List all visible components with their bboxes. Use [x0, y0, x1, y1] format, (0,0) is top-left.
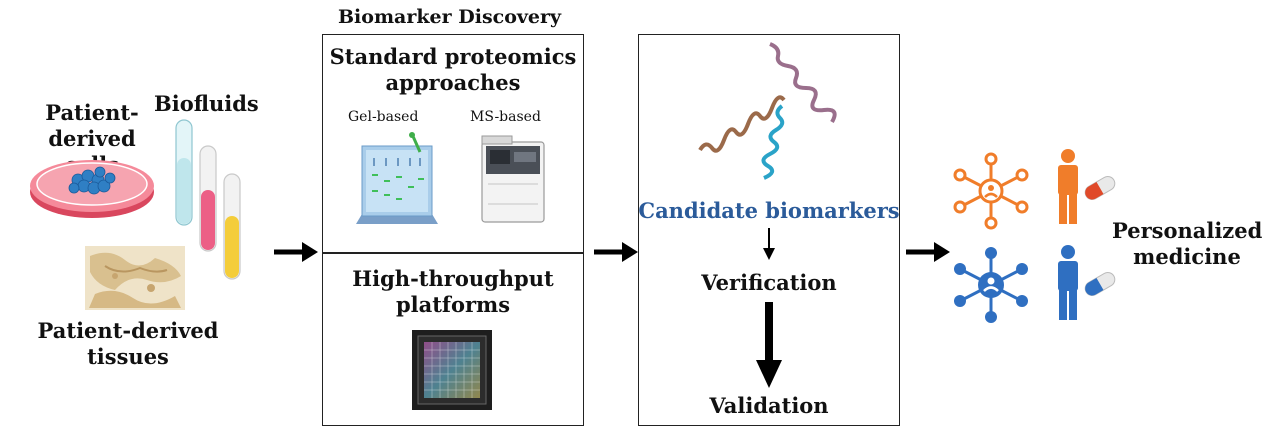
protein-helices-icon — [698, 42, 837, 180]
person-pill-blue-icon — [1058, 245, 1116, 320]
arrow-right-2 — [594, 242, 638, 262]
gel-based-label: Gel-based — [348, 109, 419, 125]
network-blue-icon — [954, 247, 1028, 323]
standard-proteomics-title: Standard proteomics approaches — [329, 44, 577, 95]
arrow-right-3 — [906, 242, 950, 262]
personalized-medicine-label: Personalized medicine — [1112, 218, 1263, 269]
discovery-divider — [322, 252, 584, 254]
arrow-right-1 — [274, 242, 318, 262]
candidate-biomarkers-label: Candidate biomarkers — [638, 198, 900, 223]
person-pill-orange-icon — [1058, 149, 1116, 224]
gel-electrophoresis-icon — [356, 132, 438, 224]
validation-label: Validation — [709, 393, 829, 418]
mass-spectrometer-icon — [481, 135, 545, 223]
test-tubes-icon — [175, 119, 241, 280]
petri-dish-icon — [30, 160, 154, 218]
biofluids-label: Biofluids — [154, 91, 259, 116]
ms-based-label: MS-based — [470, 109, 541, 125]
arrow-down-large — [756, 302, 782, 388]
discovery-box — [322, 34, 584, 426]
tissue-image — [85, 246, 185, 310]
arrow-down-small — [763, 228, 775, 260]
biomarker-discovery-title: Biomarker Discovery — [338, 6, 562, 28]
candidate-box — [638, 34, 900, 426]
microarray-chip-icon — [412, 330, 492, 410]
high-throughput-title: High-throughput platforms — [352, 266, 554, 317]
network-orange-icon — [953, 152, 1029, 230]
verification-label: Verification — [701, 270, 837, 295]
patient-tissues-label: Patient-derived tissues — [37, 318, 219, 369]
